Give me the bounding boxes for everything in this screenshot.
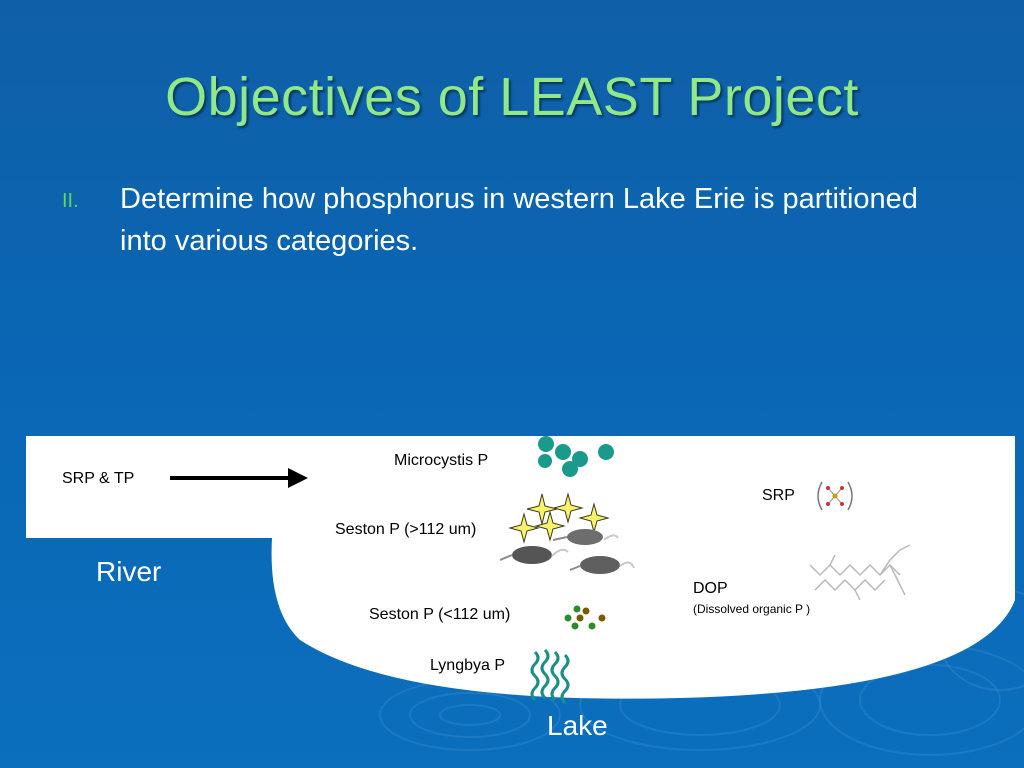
phosphate-molecule-icon [817,481,853,511]
lyngbya-label: Lyngbya P [430,657,506,674]
bullet-number: II. [62,190,79,212]
microcystis-label: Microcystis P [394,452,489,469]
organic-molecule-icon [809,544,911,601]
microcystis-cells-icon [538,436,614,477]
slide-title: Objectives of LEAST Project [165,67,859,127]
river-label: River [96,556,162,587]
srp-label: SRP [762,487,795,504]
dop-sublabel: (Dissolved organic P ) [693,602,811,616]
small-seston-dots-icon [564,605,606,630]
zooplankton-icon [499,529,635,574]
seston-small-label: Seston P (<112 um) [369,606,511,623]
lake-label: Lake [547,710,608,741]
seston-stars-icon [508,492,610,544]
dop-label: DOP [693,580,728,597]
river-inflow-arrow [170,468,308,488]
seston-large-label: Seston P (>112 um) [335,521,477,538]
lyngbya-filaments-icon [530,648,570,705]
river-input-label: SRP & TP [62,470,135,487]
river-lake-shape [26,436,1015,699]
bullet-text: Determine how phosphorus in western Lake… [120,183,918,257]
